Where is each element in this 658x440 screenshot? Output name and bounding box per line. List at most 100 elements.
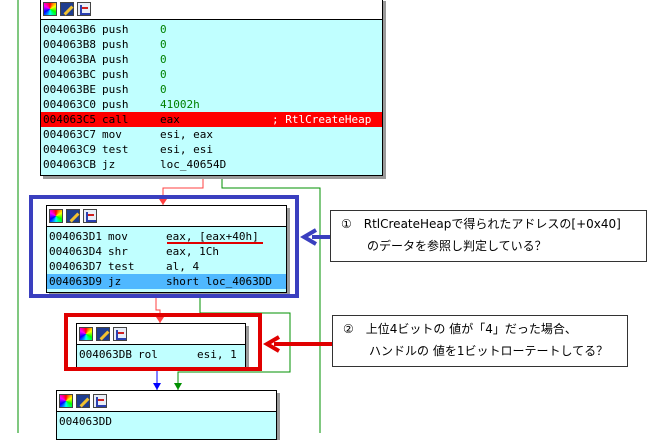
code-line[interactable]: 004063D7 test al, 4 bbox=[47, 259, 286, 274]
code-line[interactable]: 004063D1 mov eax, [eax+40h] bbox=[47, 229, 286, 244]
operand: al, 4 bbox=[166, 260, 200, 273]
address: 004063BA bbox=[43, 53, 96, 66]
edit-pencil-icon[interactable] bbox=[60, 2, 74, 16]
annotation-box-2 bbox=[64, 313, 262, 371]
jump-target[interactable]: loc_40654D bbox=[160, 158, 227, 171]
address: 004063C0 bbox=[43, 98, 96, 111]
mnemonic: push bbox=[102, 53, 129, 66]
address: 004063C5 bbox=[43, 113, 96, 126]
code-line[interactable]: 004063D4 shr eax, 1Ch bbox=[47, 244, 286, 259]
edit-pencil-icon[interactable] bbox=[66, 209, 80, 223]
code-line[interactable]: 004063B6 push 0 bbox=[41, 22, 382, 37]
address: 004063DD bbox=[59, 415, 112, 428]
graph-view-icon[interactable] bbox=[93, 394, 107, 408]
node-toolbar bbox=[77, 324, 245, 345]
operand: 0 bbox=[160, 83, 167, 96]
operand: eax bbox=[160, 113, 180, 126]
color-palette-icon[interactable] bbox=[43, 2, 57, 16]
arrow-note1-head bbox=[300, 228, 318, 246]
edit-pencil-icon[interactable] bbox=[96, 327, 110, 341]
graph-node-top[interactable]: 004063B6 push 0 004063B8 push 0 004063BA push… bbox=[40, 0, 383, 176]
arrow-note2-head bbox=[263, 335, 281, 353]
graph-view-icon[interactable] bbox=[113, 327, 127, 341]
graph-node-rol[interactable]: 004063DB rol esi, 1 bbox=[76, 323, 246, 368]
address: 004063C7 bbox=[43, 128, 96, 141]
code-listing: 004063D1 mov eax, [eax+40h] 004063D4 shr eax… bbox=[47, 227, 286, 289]
mnemonic: rol bbox=[138, 348, 158, 361]
mnemonic: push bbox=[102, 68, 129, 81]
operand: eax, 1Ch bbox=[166, 245, 219, 258]
mnemonic: push bbox=[102, 23, 129, 36]
address: 004063D9 bbox=[49, 275, 102, 288]
edge-top-jz-green bbox=[221, 176, 321, 433]
code-line-selected[interactable]: 004063D9 jz short loc_4063DD bbox=[47, 274, 286, 289]
code-line[interactable]: 004063C7 mov esi, eax bbox=[41, 127, 382, 142]
jump-target[interactable]: short loc_4063DD bbox=[166, 275, 272, 288]
code-listing: 004063B6 push 0 004063B8 push 0 004063BA push… bbox=[41, 20, 382, 172]
color-palette-icon[interactable] bbox=[79, 327, 93, 341]
code-line[interactable]: 004063CB jz loc_40654D bbox=[41, 157, 382, 172]
annotation-note-1: ① RtlCreateHeapで得られたアドレスの[+0x40] のデータを参照… bbox=[330, 210, 647, 262]
address: 004063DB bbox=[79, 348, 132, 361]
mnemonic: mov bbox=[108, 230, 128, 243]
comment: ; RtlCreateHeap bbox=[272, 113, 372, 126]
code-line[interactable]: 004063BA push 0 bbox=[41, 52, 382, 67]
address: 004063B6 bbox=[43, 23, 96, 36]
operand: eax, [eax+40h] bbox=[166, 230, 259, 243]
node-toolbar bbox=[47, 206, 286, 227]
operand: 41002h bbox=[160, 98, 200, 111]
mnemonic: push bbox=[102, 83, 129, 96]
graph-node-bottom[interactable]: 004063DD bbox=[56, 390, 277, 440]
code-line[interactable]: 004063BE push 0 bbox=[41, 82, 382, 97]
annotation-note-2: ② 上位4ビットの 値が「4」だった場合、 ハンドルの 値を1ビットローテートし… bbox=[332, 315, 628, 367]
address: 004063D7 bbox=[49, 260, 102, 273]
operand: 0 bbox=[160, 38, 167, 51]
address: 004063CB bbox=[43, 158, 96, 171]
mnemonic: test bbox=[102, 143, 129, 156]
code-line-selected[interactable]: 004063C5 call eax ; RtlCreateHeap bbox=[41, 112, 382, 127]
mnemonic: shr bbox=[108, 245, 128, 258]
address: 004063BE bbox=[43, 83, 96, 96]
mnemonic: push bbox=[102, 98, 129, 111]
node-toolbar bbox=[57, 391, 276, 412]
arrow-top-to-middle bbox=[159, 199, 167, 205]
note-line: ① RtlCreateHeapで得られたアドレスの[+0x40] bbox=[341, 217, 621, 231]
code-line[interactable]: 004063B8 push 0 bbox=[41, 37, 382, 52]
code-line[interactable]: 004063C0 push 41002h bbox=[41, 97, 382, 112]
color-palette-icon[interactable] bbox=[49, 209, 63, 223]
mnemonic: mov bbox=[102, 128, 122, 141]
operand: esi, eax bbox=[160, 128, 213, 141]
address: 004063C9 bbox=[43, 143, 96, 156]
address: 004063D1 bbox=[49, 230, 102, 243]
address: 004063BC bbox=[43, 68, 96, 81]
operand: esi, esi bbox=[160, 143, 213, 156]
annotation-box-1 bbox=[29, 195, 299, 298]
code-listing: 004063DB rol esi, 1 bbox=[77, 345, 245, 362]
arrow-rol-to-bottom bbox=[153, 383, 161, 390]
graph-view-icon[interactable] bbox=[83, 209, 97, 223]
operand: 0 bbox=[160, 23, 167, 36]
mnemonic: push bbox=[102, 38, 129, 51]
mnemonic: jz bbox=[102, 158, 116, 171]
note-line: のデータを参照し判定している？ bbox=[367, 239, 547, 253]
color-palette-icon[interactable] bbox=[59, 394, 73, 408]
graph-node-middle[interactable]: 004063D1 mov eax, [eax+40h] 004063D4 shr eax… bbox=[46, 205, 287, 293]
mnemonic: test bbox=[108, 260, 135, 273]
code-line[interactable]: 004063DB rol esi, 1 bbox=[77, 347, 245, 362]
graph-view-icon[interactable] bbox=[77, 2, 91, 16]
address: 004063B8 bbox=[43, 38, 96, 51]
operand-underline bbox=[167, 242, 263, 244]
node-toolbar bbox=[41, 0, 382, 20]
mnemonic: call bbox=[102, 113, 129, 126]
operand: esi, 1 bbox=[197, 348, 237, 361]
mnemonic: jz bbox=[108, 275, 122, 288]
edit-pencil-icon[interactable] bbox=[76, 394, 90, 408]
code-line[interactable]: 004063C9 test esi, esi bbox=[41, 142, 382, 157]
code-listing: 004063DD bbox=[57, 412, 276, 429]
operand: 0 bbox=[160, 53, 167, 66]
address: 004063D4 bbox=[49, 245, 102, 258]
arrow-middle-to-rol bbox=[156, 317, 164, 323]
code-line[interactable]: 004063DD bbox=[57, 414, 276, 429]
